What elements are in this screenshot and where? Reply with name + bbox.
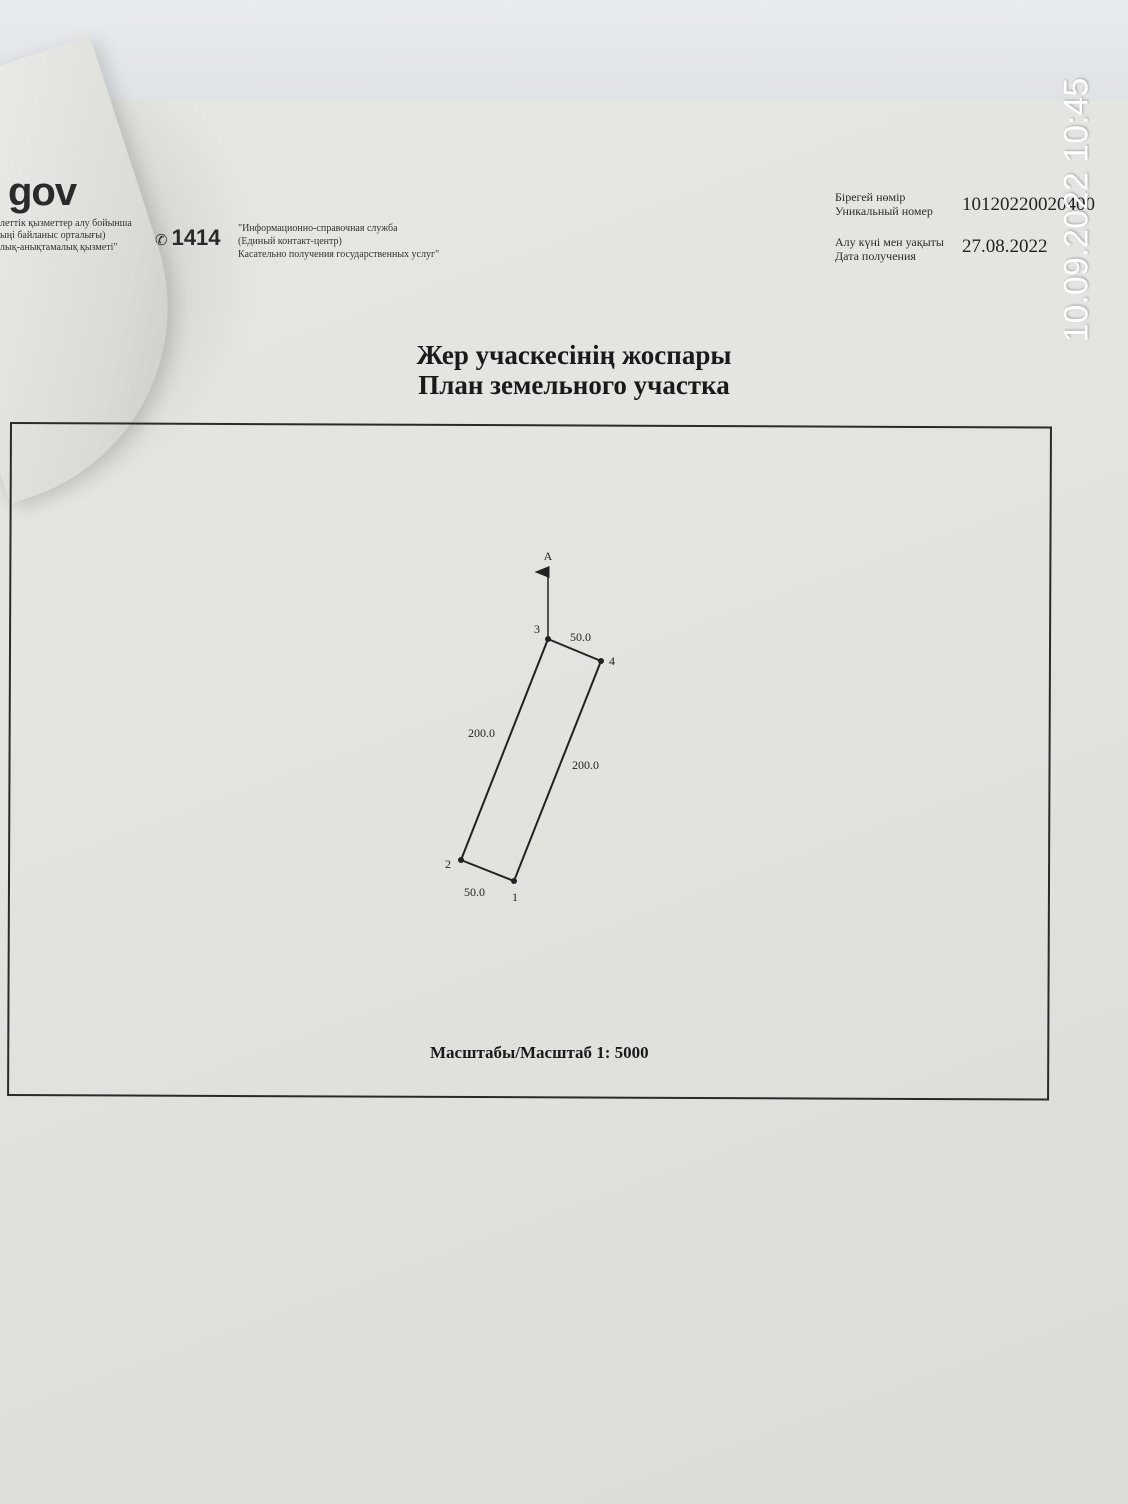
- logo-caption-line: лық-анықтамалық қызметі": [0, 242, 118, 253]
- vertex-4: [598, 658, 604, 664]
- logo-caption-line: ыңі байланыс орталығы): [0, 230, 106, 241]
- vertex-label-3: 3: [534, 622, 540, 636]
- unique-number-label-ru: Уникальный номер: [835, 204, 933, 218]
- north-label: А: [544, 549, 553, 563]
- egov-logo: gov: [8, 170, 77, 214]
- scale-label: Масштабы/Масштаб 1: 5000: [430, 1043, 649, 1062]
- vertex-2: [458, 857, 464, 863]
- photo-timestamp-text: 10.09.2022 10:45: [1057, 77, 1096, 343]
- service-line: Касательно получения государственных усл…: [238, 249, 440, 260]
- unique-number-label-kz: Бірегей нөмір: [835, 190, 906, 204]
- edge-length-1-4: 200.0: [572, 758, 599, 772]
- edge-length-3-4: 50.0: [570, 630, 591, 644]
- photo-timestamp: 10.09.2022 10:45: [1042, 50, 1112, 370]
- page-title-ru: План земельного участка: [418, 370, 730, 400]
- phone-number: 1414: [171, 225, 221, 250]
- vertex-3: [545, 636, 551, 642]
- page-title-kz: Жер учаскесінің жоспары: [416, 340, 732, 370]
- service-description: "Информационно-справочная служба (Единый…: [238, 222, 538, 261]
- date-value: 27.08.2022: [962, 236, 1048, 257]
- logo-caption: леттік қызметтер алу бойынша ыңі байланы…: [0, 218, 150, 254]
- date-label-kz: Алу күні мен уақыты: [835, 235, 944, 249]
- unique-number-value: 10120220020400: [962, 194, 1095, 215]
- phone-icon: ✆: [155, 232, 168, 249]
- vertex-label-4: 4: [609, 654, 615, 668]
- vertex-label-2: 2: [445, 857, 451, 871]
- edge-length-2-1: 50.0: [464, 885, 485, 899]
- service-line: "Информационно-справочная служба: [238, 223, 398, 234]
- document-page: [0, 36, 1128, 1504]
- edge-length-2-3: 200.0: [468, 726, 495, 740]
- vertex-label-1: 1: [512, 890, 518, 904]
- date-label-ru: Дата получения: [835, 249, 916, 263]
- logo-caption-line: леттік қызметтер алу бойынша: [0, 218, 132, 229]
- vertex-1: [511, 878, 517, 884]
- contact-phone: ✆1414: [155, 225, 221, 251]
- photo-background: [0, 0, 1128, 110]
- service-line: (Единый контакт-центр): [238, 236, 342, 247]
